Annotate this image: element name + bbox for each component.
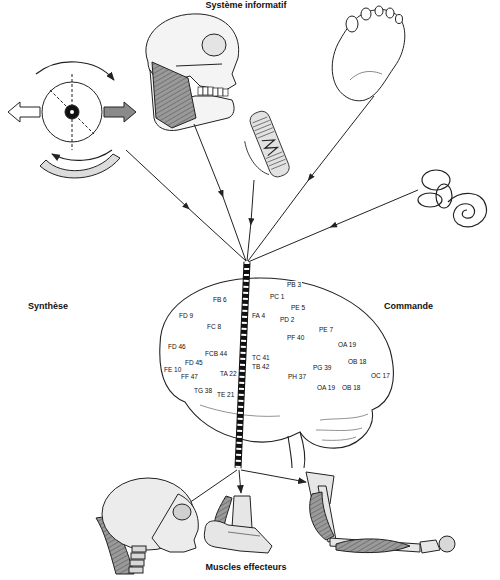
- foot-figure: [332, 6, 405, 101]
- brain-area-label: OA 19: [316, 384, 336, 391]
- brain-area-label: OA 19: [337, 341, 357, 348]
- brain-area-label: TA 22: [219, 370, 238, 377]
- brain-area-label: TB 42: [251, 363, 270, 370]
- brain-area-label: PH 37: [287, 373, 307, 380]
- group-title: Système informatif: [205, 1, 286, 11]
- brain-area-label: FD 46: [167, 343, 187, 350]
- afferent-arrow: [126, 96, 418, 262]
- inner-ear-figure: [418, 170, 487, 227]
- jaw-figure: [146, 14, 239, 131]
- brain-area-label: TC 41: [251, 354, 271, 361]
- brain-area-label: OC 17: [370, 372, 391, 379]
- group-label: Muscles effecteurs: [205, 563, 286, 573]
- brain-area-label: OB 18: [347, 358, 367, 365]
- side-label: Commande: [384, 302, 433, 312]
- brain-area-label: PC 1: [269, 293, 285, 300]
- spindle-figure: [235, 109, 291, 185]
- brain-area-label: PE 5: [290, 304, 306, 311]
- braid-bundle: [238, 262, 247, 468]
- brain-area-label: PF 40: [286, 334, 305, 341]
- brain-area-label: FD 45: [184, 359, 204, 366]
- leg-foot-figure: [204, 496, 272, 553]
- brain-area-label: PG 39: [312, 364, 332, 371]
- brain-area-label: TE 21: [216, 391, 235, 398]
- brain-area-label: FF 47: [180, 373, 199, 380]
- brain-area-label: FD 9: [178, 312, 194, 319]
- brain-area-label: PB 3: [286, 281, 302, 288]
- brain-area-label: FB 6: [212, 296, 228, 303]
- head-neck-figure: [96, 478, 198, 574]
- side-label: Synthèse: [28, 302, 68, 312]
- brain-area-label: OB 18: [341, 384, 361, 391]
- brain-area-label: PD 2: [279, 316, 295, 323]
- eye-figure: [8, 62, 136, 178]
- brain-area-label: FA 4: [251, 312, 266, 319]
- arm-figure: [306, 472, 455, 553]
- brain-area-label: FC 8: [206, 323, 222, 330]
- brain-figure: [160, 278, 394, 468]
- brain-area-label: TG 38: [193, 387, 213, 394]
- brain-area-label: PE 7: [318, 326, 334, 333]
- brain-area-label: FCB 44: [204, 350, 228, 357]
